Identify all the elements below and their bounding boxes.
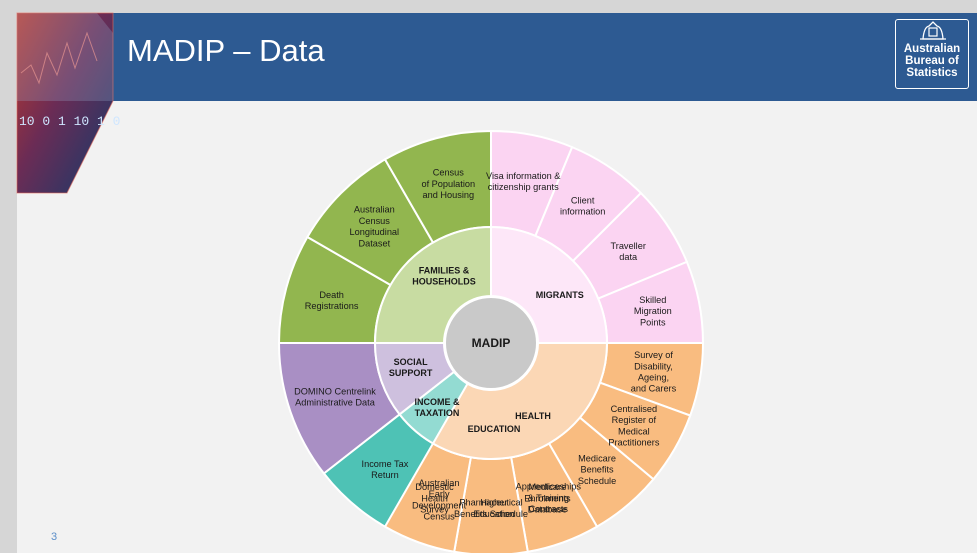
- center-circle: [444, 296, 538, 390]
- page-title: MADIP – Data: [127, 33, 325, 68]
- category-label-families: FAMILIES &HOUSEHOLDS: [412, 265, 476, 286]
- coat-of-arms-icon: [920, 21, 946, 40]
- slide: 10 0 1 10 1 0 MADIP – Data Australian Bu…: [16, 12, 977, 553]
- center-label: MADIP: [472, 336, 511, 350]
- source-label-visa-information-citizenship-grants: Visa information &citizenship grants: [486, 171, 560, 192]
- abs-logo: Australian Bureau of Statistics: [895, 19, 969, 89]
- header-thumbnail-image: 10 0 1 10 1 0: [16, 12, 120, 194]
- category-label-education: EDUCATION: [468, 424, 521, 434]
- category-label-income: INCOME &TAXATION: [415, 397, 461, 418]
- thumbnail-digits: 10 0 1 10 1 0: [19, 114, 120, 129]
- logo-text: Australian Bureau of Statistics: [903, 43, 961, 79]
- category-label-health: HEALTH: [515, 411, 551, 421]
- page-number: 3: [51, 531, 58, 543]
- category-label-migrants: MIGRANTS: [536, 290, 584, 300]
- slide-header: [17, 13, 977, 101]
